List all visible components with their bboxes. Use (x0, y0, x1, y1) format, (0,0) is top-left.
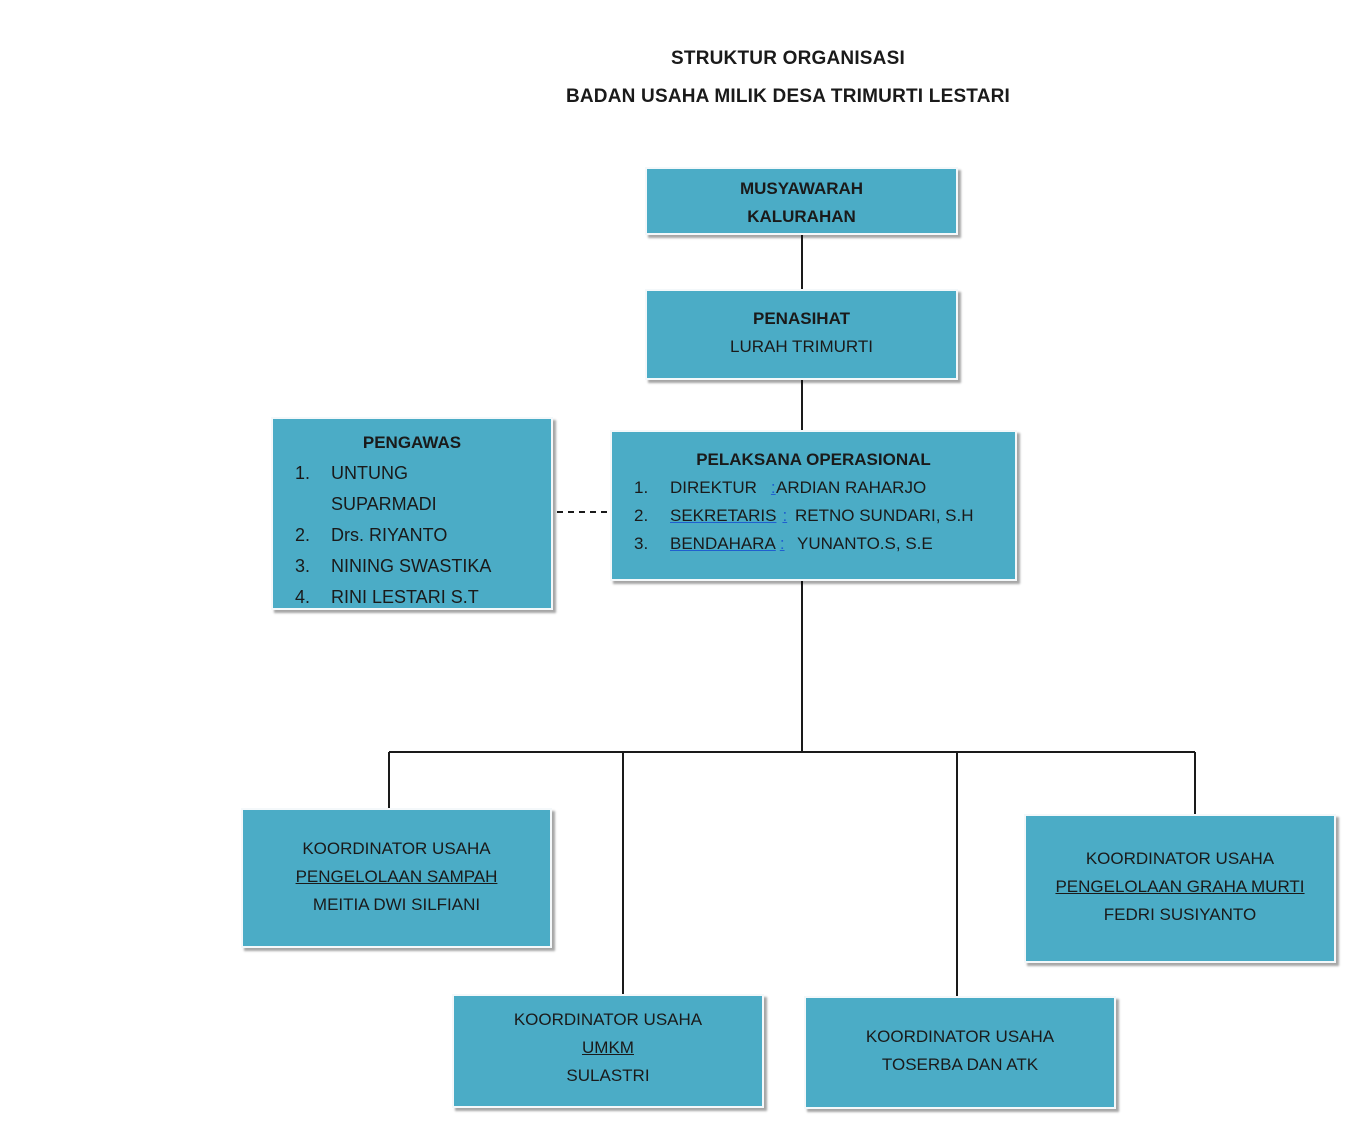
pengawas-heading: PENGAWAS (362, 433, 462, 452)
member-name: ARDIAN RAHARJO (776, 478, 927, 497)
koordinator-umkm-box: KOORDINATOR USAHA UMKM SULASTRI (452, 994, 764, 1108)
pelaksana-heading: PELAKSANA OPERASIONAL (696, 450, 931, 469)
list-item: 2. Drs. RIYANTO (295, 520, 551, 551)
role-separator: : (782, 506, 788, 525)
member-name-continued: SUPARMADI (331, 494, 437, 514)
list-number: 3. (295, 556, 311, 576)
role-separator: : (779, 534, 785, 553)
penasihat-heading: PENASIHAT (753, 309, 850, 328)
member-name: RETNO SUNDARI, S.H (795, 506, 974, 525)
list-item: 4. RINI LESTARI S.T (295, 582, 551, 613)
koordinator-unit: UMKM (582, 1038, 634, 1057)
list-number: 4. (295, 587, 311, 607)
musyawarah-kalurahan-box: MUSYAWARAH KALURAHAN (645, 167, 958, 235)
chart-title-line-2: BADAN USAHA MILIK DESA TRIMURTI LESTARI (565, 86, 1011, 107)
pelaksana-operasional-box: PELAKSANA OPERASIONAL 1. DIREKTUR: ARDIA… (610, 430, 1017, 581)
koordinator-unit: TOSERBA DAN ATK (881, 1055, 1039, 1074)
role-label: DIREKTUR: (670, 478, 776, 497)
list-item: 1. DIREKTUR: ARDIAN RAHARJO (634, 474, 1015, 502)
koordinator-label: KOORDINATOR USAHA (1085, 849, 1275, 868)
role-separator: : (770, 478, 776, 497)
pengawas-box: PENGAWAS 1. UNTUNG SUPARMADI 2. Drs. RIY… (271, 417, 553, 610)
pengawas-list: 1. UNTUNG SUPARMADI 2. Drs. RIYANTO 3. N… (295, 458, 551, 613)
list-item: 2. SEKRETARIS: RETNO SUNDARI, S.H (634, 502, 1015, 530)
list-item: 3. NINING SWASTIKA (295, 551, 551, 582)
penasihat-name: LURAH TRIMURTI (730, 337, 873, 356)
musyawarah-line-1: MUSYAWARAH (739, 179, 864, 198)
list-item: 1. UNTUNG (295, 458, 551, 489)
list-number: 2. (295, 525, 311, 545)
koordinator-label: KOORDINATOR USAHA (302, 839, 491, 858)
penasihat-box: PENASIHAT LURAH TRIMURTI (645, 289, 958, 380)
list-item: 3. BENDAHARA: YUNANTO.S, S.E (634, 530, 1015, 558)
member-name: Drs. RIYANTO (331, 525, 448, 545)
koordinator-graha-box: KOORDINATOR USAHA PENGELOLAAN GRAHA MURT… (1024, 814, 1336, 963)
role-label: SEKRETARIS: (670, 506, 788, 525)
koordinator-sampah-box: KOORDINATOR USAHA PENGELOLAAN SAMPAH MEI… (241, 808, 552, 948)
koordinator-name: FEDRI SUSIYANTO (1103, 905, 1257, 924)
musyawarah-line-2: KALURAHAN (747, 207, 856, 226)
chart-title-line-1: STRUKTUR ORGANISASI (671, 48, 905, 69)
list-number: 1. (295, 463, 311, 483)
koordinator-label: KOORDINATOR USAHA (513, 1010, 703, 1029)
member-name: NINING SWASTIKA (331, 556, 492, 576)
list-item: SUPARMADI (295, 489, 551, 520)
member-name: UNTUNG (331, 463, 408, 483)
list-number: 1. (634, 478, 649, 497)
koordinator-unit: PENGELOLAAN SAMPAH (295, 867, 498, 886)
koordinator-name: MEITIA DWI SILFIANI (312, 895, 481, 914)
list-number: 3. (634, 534, 649, 553)
member-name: YUNANTO.S, S.E (797, 534, 933, 553)
koordinator-name: SULASTRI (566, 1066, 650, 1085)
koordinator-unit: PENGELOLAAN GRAHA MURTI (1055, 877, 1305, 896)
pelaksana-list: 1. DIREKTUR: ARDIAN RAHARJO 2. SEKRETARI… (634, 474, 1015, 558)
koordinator-label: KOORDINATOR USAHA (865, 1027, 1055, 1046)
member-name: RINI LESTARI S.T (331, 587, 479, 607)
koordinator-toserba-box: KOORDINATOR USAHA TOSERBA DAN ATK (804, 996, 1116, 1109)
list-number: 2. (634, 506, 649, 525)
role-label: BENDAHARA: (670, 534, 785, 553)
